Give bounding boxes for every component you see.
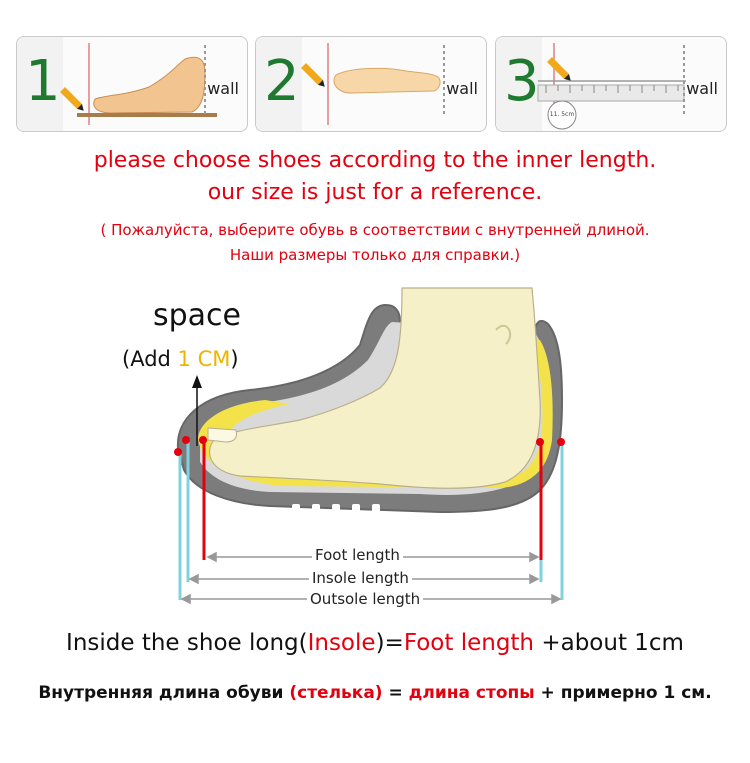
formula-ru-foot: длина стопы [408,683,535,703]
step-2-number: 2 [264,49,300,114]
shoe-cross-section-diagram [174,287,565,605]
formula-english: Inside the shoe long(Insole)=Foot length… [0,630,750,656]
foot-against-wall-illustration [17,37,217,131]
add-space-note: (Add 1 CM) [122,347,239,371]
headline-line-1: please choose shoes according to the inn… [93,148,657,173]
russian-note-line-1: ( Пожалуйста, выберите обувь в соответст… [100,221,650,239]
ruler-measurement-illustration [496,37,686,131]
step-1-panel: 1 wall [16,36,248,132]
formula-russian: Внутренняя длина обуви (стелька) = длина… [0,683,750,703]
formula-en-prefix: Inside the shoe long( [66,630,308,656]
add-prefix: (Add [122,347,178,371]
step-3-wall-label: wall [686,79,718,98]
insole-length-label: Insole length [309,569,412,587]
formula-ru-mid: = [382,683,409,703]
foot-shape [209,287,541,489]
step-1-number: 1 [25,49,61,114]
formula-en-suffix: +about 1cm [534,630,684,656]
russian-note-line-2: Наши размеры только для справки.) [229,246,521,264]
step-1-wall-label: wall [207,79,239,98]
measuring-steps: 1 wall 2 wall [0,0,750,140]
formula-en-insole: Insole [307,630,376,656]
sole-tread [292,504,380,514]
step-2-panel: 2 wall [255,36,487,132]
add-value: 1 CM [177,347,231,371]
formula-ru-prefix: Внутренняя длина обуви [38,683,290,703]
space-title: space [153,298,242,333]
formula-ru-insole: (стелька) [289,683,383,703]
outsole-length-label: Outsole length [307,590,424,608]
headline-line-2: our size is just for a reference. [207,180,543,205]
formula-en-foot: Foot length [403,630,535,656]
add-suffix: ) [230,347,239,371]
step-3-panel: 3 wall 11. 5cm [495,36,727,132]
ruler-reading: 11. 5cm [549,111,575,118]
traced-foot-outline-illustration [256,37,445,131]
foot-length-label: Foot length [312,546,403,564]
formula-ru-suffix: + примерно 1 см. [534,683,712,703]
step-2-wall-label: wall [446,79,478,98]
step-3-number: 3 [504,49,540,114]
formula-en-mid: )= [375,630,404,656]
